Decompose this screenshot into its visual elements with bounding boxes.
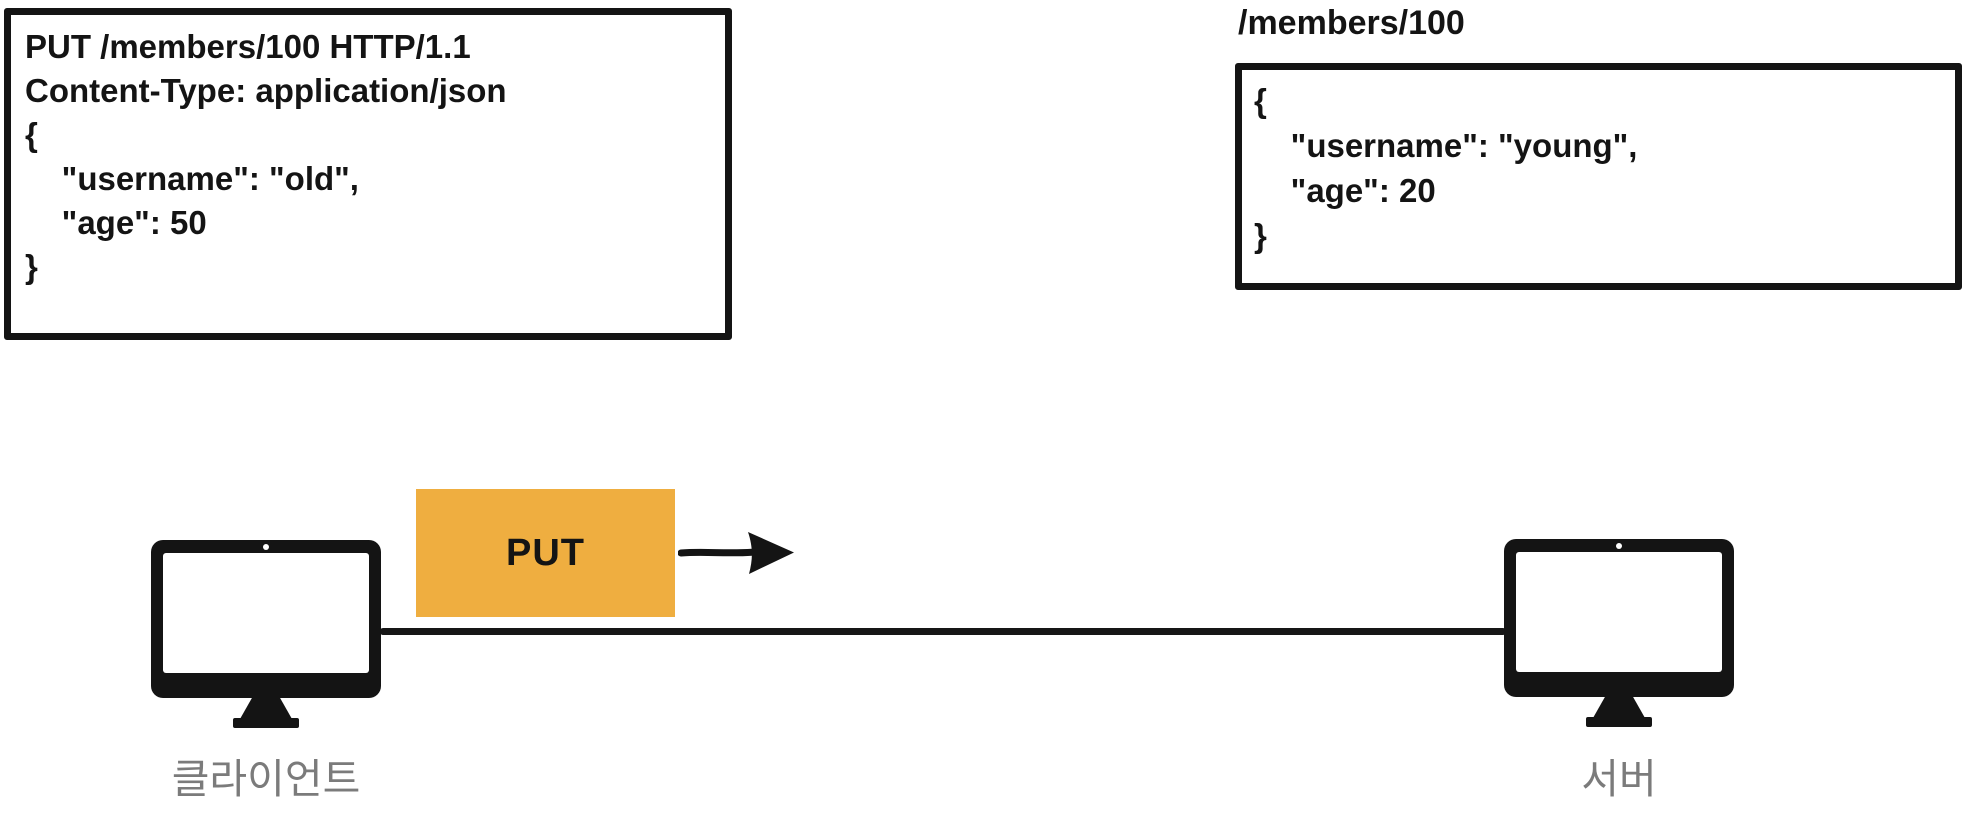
json-age-20: "age": 20 xyxy=(1254,172,1436,209)
monitor-stand xyxy=(1593,696,1645,718)
content-type-header: Content-Type: application/json xyxy=(25,72,507,109)
monitor-camera-dot xyxy=(263,544,269,550)
server-monitor-icon xyxy=(1504,539,1734,729)
put-method-label: PUT xyxy=(506,531,585,574)
json-close-brace: } xyxy=(1254,217,1267,254)
monitor-screen xyxy=(1516,552,1722,672)
monitor-stand xyxy=(240,697,292,719)
server-label: 서버 xyxy=(1581,756,1657,802)
json-close-brace: } xyxy=(25,248,38,285)
client-monitor-icon xyxy=(151,540,381,730)
json-open-brace: { xyxy=(1254,82,1267,119)
json-age-50: "age": 50 xyxy=(25,204,207,241)
http-request-box: PUT /members/100 HTTP/1.1 Content-Type: … xyxy=(4,8,732,340)
resource-path-title: /members/100 xyxy=(1238,4,1465,42)
monitor-screen xyxy=(163,553,369,673)
monitor-base xyxy=(1586,717,1652,727)
json-username-old: "username": "old", xyxy=(25,160,359,197)
json-username-young: "username": "young", xyxy=(1254,127,1638,164)
monitor-base xyxy=(233,718,299,728)
arrow-right-icon xyxy=(678,532,794,574)
monitor-camera-dot xyxy=(1616,543,1622,549)
request-line: PUT /members/100 HTTP/1.1 xyxy=(25,28,471,65)
connection-line xyxy=(380,628,1506,635)
put-method-box: PUT xyxy=(416,489,675,617)
json-open-brace: { xyxy=(25,116,38,153)
server-resource-box: { "username": "young", "age": 20 } xyxy=(1235,63,1962,290)
client-label: 클라이언트 xyxy=(171,756,361,802)
